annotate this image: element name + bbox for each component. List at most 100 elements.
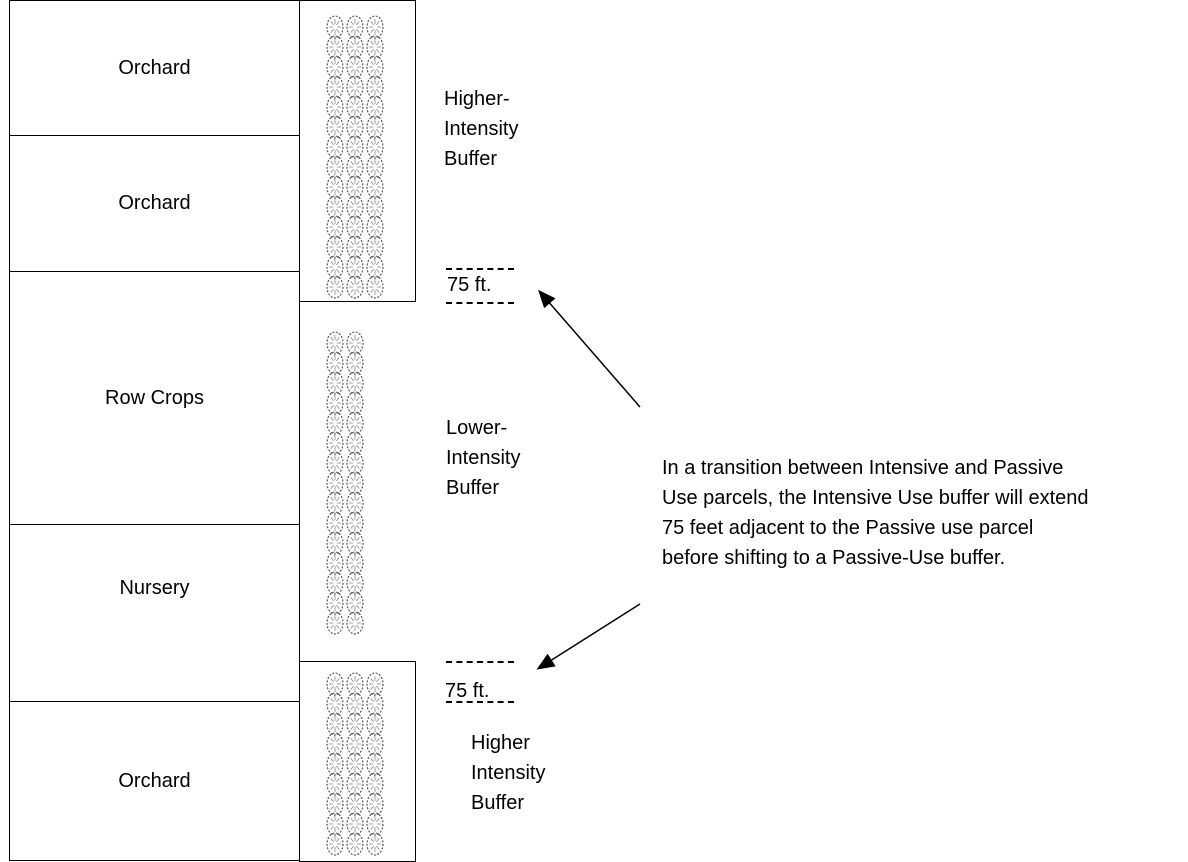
parcel-label: Row Crops bbox=[105, 386, 204, 409]
tree-canopy-icon bbox=[326, 732, 344, 756]
tree-canopy-icon bbox=[346, 772, 364, 796]
tree-canopy-icon bbox=[346, 215, 364, 239]
label-line: Higher bbox=[471, 732, 530, 754]
tree-canopy-icon bbox=[346, 115, 364, 139]
parcel-label: Orchard bbox=[118, 769, 191, 792]
tree-canopy-icon bbox=[366, 155, 384, 179]
tree-canopy-icon bbox=[346, 672, 364, 696]
note-line: Use parcels, the Intensive Use buffer wi… bbox=[662, 487, 1089, 509]
note-line: 75 feet adjacent to the Passive use parc… bbox=[662, 517, 1034, 539]
tree-grid bbox=[326, 15, 384, 299]
tree-rows-middle bbox=[325, 330, 365, 641]
tree-canopy-icon bbox=[326, 611, 344, 635]
transition-note: In a transition between Intensive and Pa… bbox=[662, 453, 1089, 573]
tree-canopy-icon bbox=[326, 15, 344, 39]
tree-grid bbox=[326, 331, 364, 635]
tree-canopy-icon bbox=[326, 511, 344, 535]
tree-canopy-icon bbox=[346, 511, 364, 535]
tree-canopy-icon bbox=[366, 95, 384, 119]
tree-canopy-icon bbox=[326, 391, 344, 415]
tree-canopy-icon bbox=[346, 235, 364, 259]
parcel-label: Orchard bbox=[118, 192, 191, 214]
tree-canopy-icon bbox=[366, 712, 384, 736]
buffer-label-bottom: Higher Intensity Buffer bbox=[471, 728, 545, 818]
tree-canopy-icon bbox=[366, 235, 384, 259]
tree-canopy-icon bbox=[346, 331, 364, 355]
dashed-line-upper-bottom bbox=[446, 302, 514, 304]
tree-canopy-icon bbox=[366, 832, 384, 856]
label-line: Intensity bbox=[471, 762, 546, 784]
arrow-to-upper-75ft bbox=[538, 289, 641, 408]
tree-canopy-icon bbox=[326, 215, 344, 239]
dashed-line-upper-top bbox=[446, 268, 514, 270]
tree-canopy-icon bbox=[326, 235, 344, 259]
tree-canopy-icon bbox=[366, 732, 384, 756]
tree-canopy-icon bbox=[326, 451, 344, 475]
tree-canopy-icon bbox=[346, 75, 364, 99]
tree-canopy-icon bbox=[366, 135, 384, 159]
tree-canopy-icon bbox=[346, 15, 364, 39]
note-line: In a transition between Intensive and Pa… bbox=[662, 457, 1064, 479]
tree-canopy-icon bbox=[326, 471, 344, 495]
tree-canopy-icon bbox=[326, 491, 344, 515]
note-line: before shifting to a Passive-Use buffer. bbox=[662, 547, 1006, 569]
tree-canopy-icon bbox=[346, 732, 364, 756]
tree-canopy-icon bbox=[326, 431, 344, 455]
tree-canopy-icon bbox=[326, 175, 344, 199]
tree-rows-top bbox=[325, 14, 385, 305]
tree-canopy-icon bbox=[366, 35, 384, 59]
tree-canopy-icon bbox=[346, 275, 364, 299]
tree-canopy-icon bbox=[346, 55, 364, 79]
tree-canopy-icon bbox=[326, 255, 344, 279]
tree-canopy-icon bbox=[366, 175, 384, 199]
tree-canopy-icon bbox=[346, 135, 364, 159]
tree-canopy-icon bbox=[346, 411, 364, 435]
distance-label-upper: 75 ft. bbox=[447, 274, 492, 296]
tree-canopy-icon bbox=[346, 832, 364, 856]
parcel-label: Orchard bbox=[118, 56, 191, 79]
distance-label-lower: 75 ft. bbox=[445, 680, 490, 702]
tree-canopy-icon bbox=[326, 75, 344, 99]
tree-canopy-icon bbox=[326, 752, 344, 776]
tree-canopy-icon bbox=[346, 611, 364, 635]
tree-canopy-icon bbox=[346, 431, 364, 455]
tree-canopy-icon bbox=[346, 391, 364, 415]
tree-canopy-icon bbox=[326, 275, 344, 299]
tree-canopy-icon bbox=[326, 35, 344, 59]
tree-canopy-icon bbox=[346, 451, 364, 475]
tree-canopy-icon bbox=[366, 812, 384, 836]
tree-canopy-icon bbox=[326, 55, 344, 79]
tree-canopy-icon bbox=[346, 255, 364, 279]
tree-canopy-icon bbox=[346, 752, 364, 776]
tree-canopy-icon bbox=[346, 792, 364, 816]
tree-canopy-icon bbox=[326, 591, 344, 615]
parcel-label: Nursery bbox=[119, 577, 190, 599]
tree-canopy-icon bbox=[326, 692, 344, 716]
tree-canopy-icon bbox=[346, 35, 364, 59]
tree-canopy-icon bbox=[326, 712, 344, 736]
tree-canopy-icon bbox=[326, 772, 344, 796]
tree-grid bbox=[326, 672, 384, 856]
arrow-to-lower-75ft bbox=[536, 603, 641, 670]
tree-canopy-icon bbox=[366, 255, 384, 279]
tree-canopy-icon bbox=[326, 571, 344, 595]
tree-canopy-icon bbox=[346, 155, 364, 179]
tree-canopy-icon bbox=[346, 175, 364, 199]
tree-canopy-icon bbox=[366, 195, 384, 219]
label-line: Buffer bbox=[446, 477, 499, 499]
tree-canopy-icon bbox=[326, 331, 344, 355]
tree-canopy-icon bbox=[366, 15, 384, 39]
tree-canopy-icon bbox=[366, 115, 384, 139]
tree-canopy-icon bbox=[326, 115, 344, 139]
tree-canopy-icon bbox=[366, 692, 384, 716]
tree-canopy-icon bbox=[326, 832, 344, 856]
label-line: Higher- bbox=[444, 88, 510, 110]
tree-canopy-icon bbox=[346, 692, 364, 716]
tree-canopy-icon bbox=[366, 772, 384, 796]
tree-canopy-icon bbox=[346, 95, 364, 119]
tree-canopy-icon bbox=[346, 571, 364, 595]
tree-canopy-icon bbox=[366, 672, 384, 696]
tree-canopy-icon bbox=[366, 55, 384, 79]
tree-canopy-icon bbox=[326, 371, 344, 395]
